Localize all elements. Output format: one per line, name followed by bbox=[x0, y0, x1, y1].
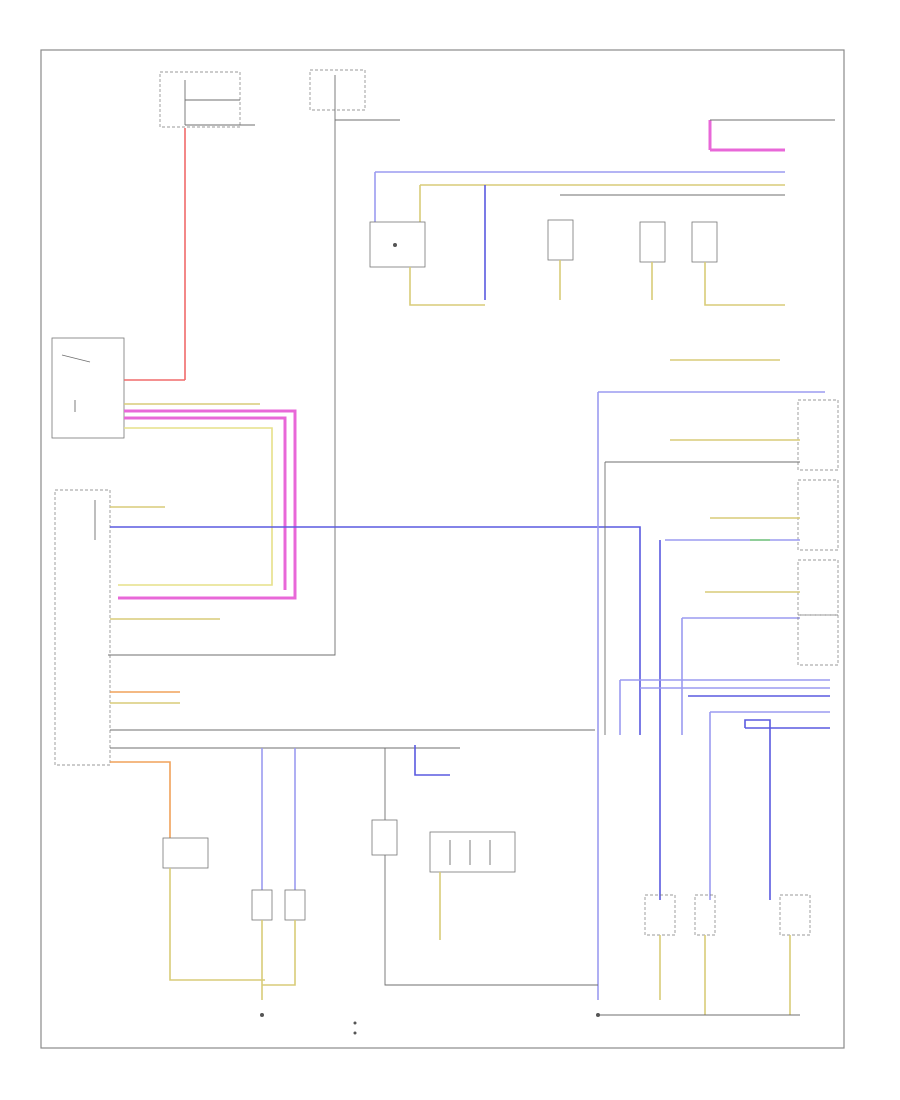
wire-pink-switch-2 bbox=[124, 416, 287, 590]
door-switch-3 bbox=[779, 894, 811, 936]
wire-tan-hazard-ground bbox=[169, 868, 265, 981]
control-module bbox=[54, 489, 111, 766]
wire-tan-ground-1 bbox=[409, 267, 485, 306]
wire-tan-l-ground-2 bbox=[262, 920, 296, 986]
wire-pink-switch bbox=[118, 409, 297, 600]
wire-tan-ground-4 bbox=[704, 262, 785, 306]
switch-module-1 bbox=[251, 889, 273, 921]
window-switch-block bbox=[429, 831, 516, 873]
light-component-4 bbox=[691, 221, 718, 263]
door-switch-1 bbox=[644, 894, 676, 936]
connector-top-right bbox=[708, 119, 835, 152]
right-component-4 bbox=[797, 614, 839, 666]
switch-module-2 bbox=[284, 889, 306, 921]
wire-blue-module bbox=[110, 526, 641, 735]
right-component-2 bbox=[797, 479, 839, 551]
wire-drop-b bbox=[744, 719, 771, 900]
wire-orng-hazard bbox=[110, 761, 171, 840]
fuse-block-right bbox=[309, 69, 400, 130]
headlight-switch bbox=[51, 337, 125, 439]
hazard-switch bbox=[162, 837, 209, 869]
legend bbox=[353, 1021, 357, 1035]
fuse-block-left bbox=[159, 71, 255, 128]
wire-blue-center bbox=[414, 745, 450, 776]
ground-point-right bbox=[596, 1013, 600, 1017]
wire-feed-right bbox=[108, 130, 336, 656]
wire-lblue-right-3 bbox=[681, 617, 800, 735]
right-component-1 bbox=[797, 399, 839, 471]
diagram-frame bbox=[40, 49, 845, 1049]
right-component-3 bbox=[797, 559, 839, 616]
ground-point-left bbox=[260, 1013, 264, 1017]
light-component-2 bbox=[547, 219, 574, 261]
relay-box bbox=[371, 819, 398, 856]
light-component-3 bbox=[639, 221, 666, 263]
left-rear-dome-light bbox=[369, 221, 426, 268]
wire-yel-switch bbox=[118, 427, 273, 586]
door-switch-2 bbox=[694, 894, 716, 936]
wire-center-ground bbox=[384, 855, 598, 986]
